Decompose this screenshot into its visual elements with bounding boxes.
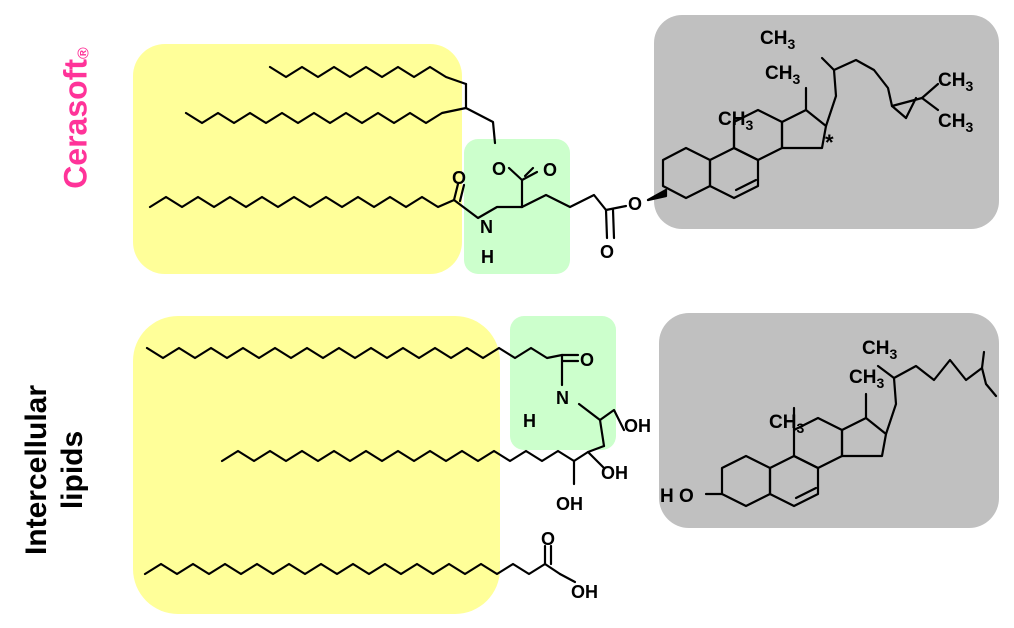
methyl-ch3-top: CH3 xyxy=(760,28,795,52)
cerasoft-middle-chain xyxy=(184,106,468,125)
intercellular-fatty-acid-chain xyxy=(143,562,562,576)
methyl-ch3-ring: CH3 xyxy=(718,109,753,133)
cerasoft-branch-link xyxy=(464,82,497,145)
cerasoft-lipid-chain-box xyxy=(133,44,462,274)
atom-o-ester-carbonyl: O xyxy=(600,242,614,262)
atom-oh-acid: OH xyxy=(571,582,598,602)
cholesterol-ho: H O xyxy=(660,486,694,507)
cholesterol-rings xyxy=(704,350,998,508)
cholesterol-ch3-side: CH3 xyxy=(862,338,897,362)
atom-oh-primary: OH xyxy=(624,416,651,436)
atom-oh-secondary: OH xyxy=(601,463,628,483)
atom-o-carboxyl-right: O xyxy=(543,160,557,180)
cerasoft-upper-chain xyxy=(268,65,468,86)
intercellular-lower-chain xyxy=(220,444,606,463)
atom-n: N xyxy=(480,217,493,237)
cerasoft-acyl-chain xyxy=(148,195,456,209)
cholesterol-ch3-ring-upper: CH3 xyxy=(849,367,884,391)
atom-n-ceramide: N xyxy=(556,388,569,408)
atom-o-ester: O xyxy=(628,194,642,214)
atom-o-carboxyl-left: O xyxy=(492,159,506,179)
atom-oh-tertiary: OH xyxy=(556,494,583,514)
cerasoft-ester-co xyxy=(604,208,609,240)
cerasoft-atom-labels: O N H O O O O CH3 CH3 CH3 CH3 CH3 * xyxy=(452,28,973,267)
intercellular-sterol-box xyxy=(659,313,999,528)
cerasoft-amide-bonds xyxy=(452,198,524,220)
cerasoft-amide-co xyxy=(452,182,460,202)
intercellular-upper-chain xyxy=(145,346,564,360)
cerasoft-sterol-rings xyxy=(661,56,940,200)
intercellular-atom-labels: O N H OH OH OH O OH H O CH3 CH3 CH3 xyxy=(523,338,897,602)
cerasoft-glutamate-chain xyxy=(520,193,628,212)
atom-h-amide: H xyxy=(481,247,494,267)
atom-o-acid: O xyxy=(541,529,555,549)
intercellular-sphingoid-bonds xyxy=(577,402,626,432)
asterisk-marker: * xyxy=(825,130,834,155)
methyl-ch3-second: CH3 xyxy=(765,63,800,87)
cerasoft-wedge-bond xyxy=(646,188,668,202)
atom-o-amide: O xyxy=(452,168,466,188)
intercellular-lipid-chain-box xyxy=(133,316,500,614)
methyl-ch3-isopropyl-bottom: CH3 xyxy=(938,111,973,135)
cholesterol-ch3-ring-lower: CH3 xyxy=(769,412,804,436)
atom-h-ceramide: H xyxy=(523,411,536,431)
atom-o-ceramide: O xyxy=(580,350,594,370)
methyl-ch3-isopropyl-top: CH3 xyxy=(938,70,973,94)
